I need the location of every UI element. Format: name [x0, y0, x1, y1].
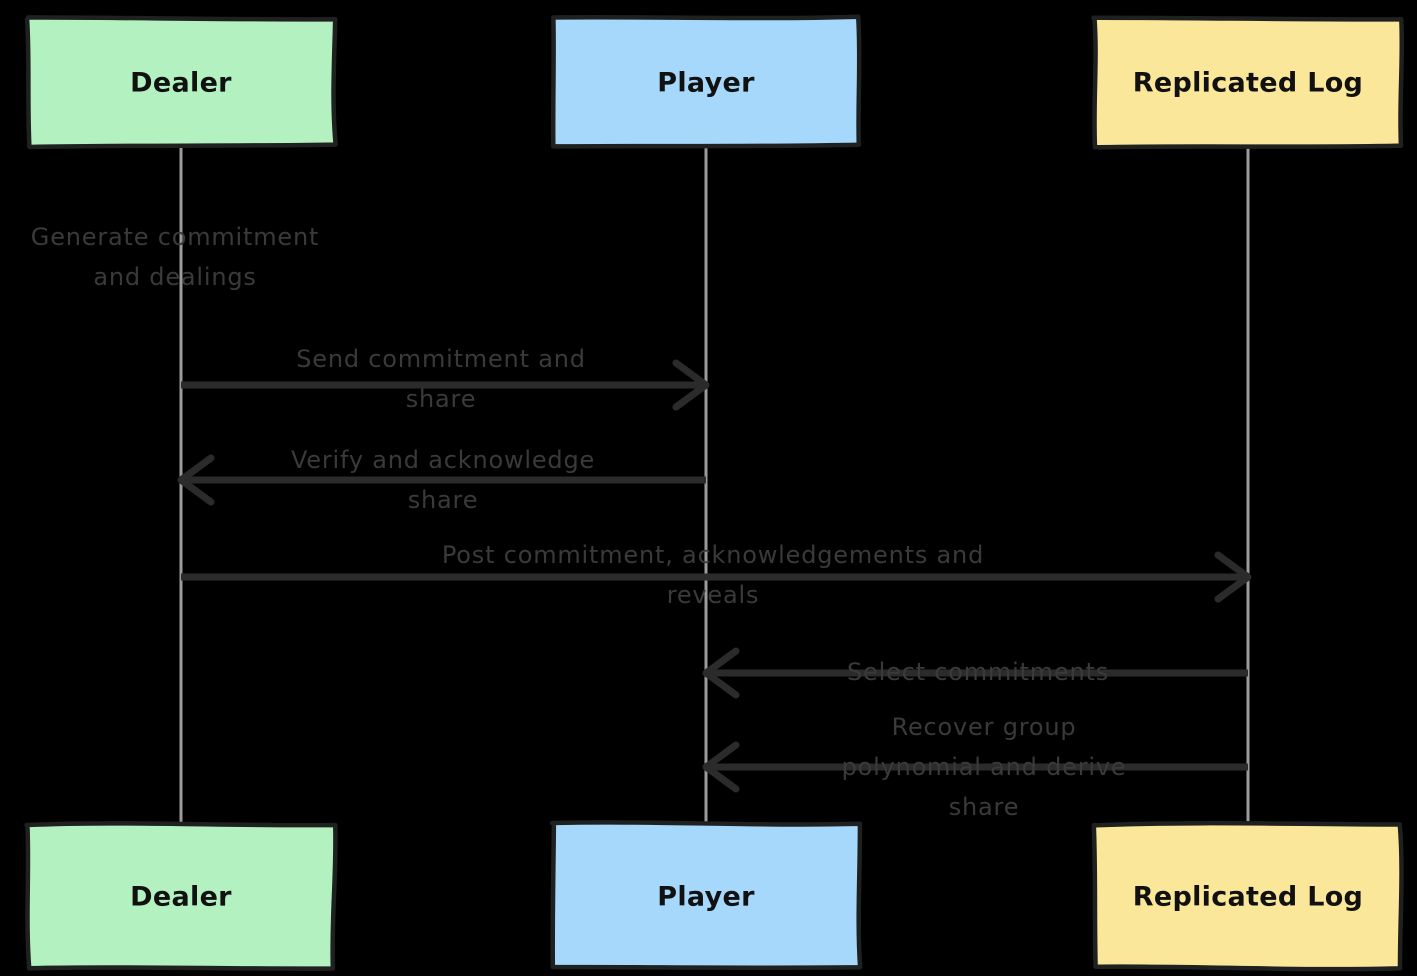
participant-box-dealer	[24, 821, 338, 971]
message-label-line: share	[949, 793, 1020, 821]
participant-box-replicated-log	[1091, 15, 1405, 150]
participant-box-player	[549, 820, 863, 971]
lifelines-group	[179, 146, 1250, 824]
note-label: Generate commitment and dealings	[31, 223, 319, 291]
message-label: Verify and acknowledge share	[291, 446, 595, 514]
message-label-line: Post commitment, acknowledgements and	[442, 541, 984, 569]
message-label: Select commitments	[847, 658, 1109, 686]
participant-player-bottom[interactable]: Player	[549, 820, 863, 971]
participant-box-dealer	[24, 15, 338, 150]
participant-replicated-log-top[interactable]: Replicated Log	[1091, 15, 1405, 150]
message-label-line: reveals	[667, 581, 760, 609]
message-label-line: Select commitments	[847, 658, 1109, 686]
participant-label-replicated-log: Replicated Log	[1133, 882, 1363, 913]
arrow-head-icon	[672, 359, 710, 411]
message-label: Recover group polynomial and derive share	[842, 713, 1127, 821]
message-label-line: Verify and acknowledge	[291, 446, 595, 474]
participant-label-dealer: Dealer	[130, 68, 232, 99]
message-label: Post commitment, acknowledgements and rev…	[442, 541, 984, 609]
participant-label-player: Player	[657, 68, 755, 99]
arrow-head-icon	[702, 647, 740, 699]
arrow-head-icon	[1214, 551, 1252, 603]
note-generate: Generate commitment and dealings	[31, 223, 319, 291]
msg-recover-group-polynomial-derive-share[interactable]: Recover group polynomial and derive share	[702, 713, 1248, 821]
message-label-line: share	[406, 385, 477, 413]
arrow-head-icon	[702, 741, 740, 793]
participant-replicated-log-bottom[interactable]: Replicated Log	[1091, 820, 1404, 972]
participant-box-player	[550, 14, 862, 149]
participant-box-replicated-log	[1091, 820, 1404, 972]
msg-post-commitment-acknowledgements-reveals[interactable]: Post commitment, acknowledgements and rev…	[181, 541, 1252, 609]
participant-label-player: Player	[657, 882, 755, 913]
participant-label-dealer: Dealer	[130, 882, 232, 913]
arrow-head-icon	[177, 454, 215, 506]
participant-label-replicated-log: Replicated Log	[1133, 68, 1363, 99]
message-label: Send commitment and share	[296, 345, 586, 413]
message-label-line: Recover group	[892, 713, 1077, 741]
note-label-line: and dealings	[93, 263, 256, 291]
msg-verify-and-acknowledge-share[interactable]: Verify and acknowledge share	[177, 446, 706, 514]
message-label-line: Send commitment and	[296, 345, 586, 373]
message-label-line: polynomial and derive	[842, 753, 1127, 781]
message-label-line: share	[408, 486, 479, 514]
note-label-line: Generate commitment	[31, 223, 319, 251]
msg-send-commitment-and-share[interactable]: Send commitment and share	[181, 345, 710, 413]
participant-dealer-bottom[interactable]: Dealer	[24, 821, 338, 971]
participant-dealer-top[interactable]: Dealer	[24, 15, 338, 150]
participant-player-top[interactable]: Player	[550, 14, 862, 149]
msg-select-commitments[interactable]: Select commitments	[702, 647, 1248, 699]
